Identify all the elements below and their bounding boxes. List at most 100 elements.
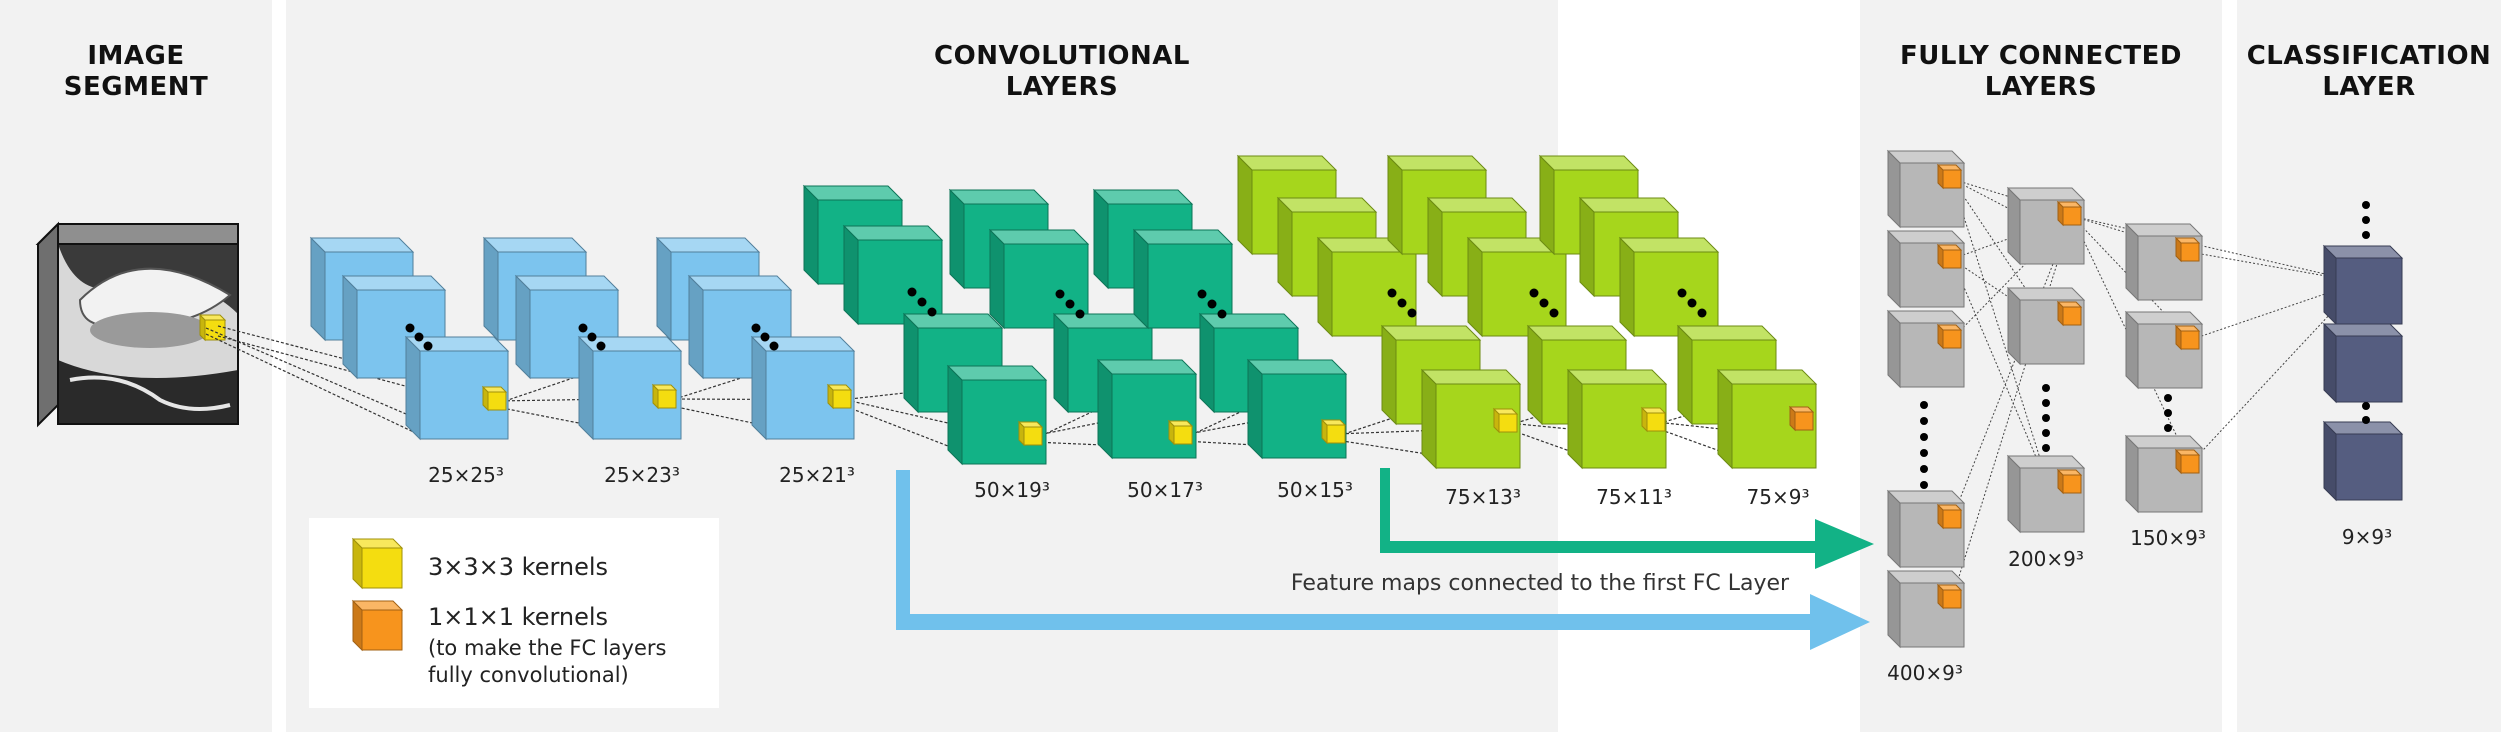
legend-label-3x3x3: 3×3×3 kernels bbox=[428, 553, 608, 581]
fc-neuron-cube bbox=[1886, 309, 1966, 389]
connection-line bbox=[217, 335, 496, 411]
fc-connection-line bbox=[1951, 178, 2051, 326]
kernel-1x1x1 bbox=[1936, 243, 1963, 270]
fc-connection-line bbox=[2189, 251, 2361, 283]
dim-label-fc-3: 150×9³ bbox=[2130, 526, 2206, 550]
kernel-1x1x1 bbox=[1936, 503, 1963, 530]
kernel-1x1x1 bbox=[1936, 583, 1963, 610]
header-classification-layer-line1: CLASSIFICATION bbox=[2247, 41, 2492, 71]
legend-note-line2: fully convolutional) bbox=[428, 663, 629, 687]
ellipsis-dot bbox=[2042, 384, 2050, 392]
ellipsis-dot bbox=[2042, 429, 2050, 437]
ellipsis-dot bbox=[1920, 433, 1928, 441]
kernel-3x3x3 bbox=[1017, 420, 1044, 447]
connection-line bbox=[1335, 439, 1437, 456]
legend-note-line1: (to make the FC layers bbox=[428, 636, 666, 660]
header-classification-layer-line2: LAYER bbox=[2322, 72, 2415, 102]
dim-label-conv-2: 25×23³ bbox=[604, 463, 680, 487]
conv-layer-6 bbox=[1092, 188, 1348, 460]
ellipsis-dot bbox=[1197, 289, 1207, 299]
kernel-1x1x1 bbox=[2174, 236, 2201, 263]
header-image-segment-line2: SEGMENT bbox=[64, 72, 208, 102]
kernel-1x1x1 bbox=[1936, 323, 1963, 350]
dim-label-fc-2: 200×9³ bbox=[2008, 547, 2084, 571]
ellipsis-dot bbox=[1075, 309, 1085, 319]
kernel-1x1x1 bbox=[2174, 324, 2201, 351]
dim-label-fc-1: 400×9³ bbox=[1887, 661, 1963, 685]
kernel-1x1x1 bbox=[2056, 200, 2083, 227]
ellipsis-dot bbox=[423, 341, 433, 351]
kernel-3x3x3 bbox=[826, 383, 853, 410]
fc-connection-line bbox=[1951, 215, 2073, 340]
connection-line bbox=[217, 325, 496, 399]
feature-map-cube bbox=[687, 274, 793, 380]
fc-connection-line bbox=[1951, 215, 2073, 260]
dim-label-conv-7: 75×13³ bbox=[1445, 485, 1521, 509]
header-fully-connected-layers-line2: LAYERS bbox=[1985, 72, 2098, 102]
fc-neuron-cube bbox=[1886, 489, 1966, 569]
header-image-segment-line1: IMAGE bbox=[87, 41, 184, 71]
ellipsis-dot bbox=[2362, 402, 2370, 410]
feature-map-cube bbox=[1618, 236, 1720, 338]
dim-label-conv-1: 25×25³ bbox=[428, 463, 504, 487]
ellipsis-dot bbox=[1207, 299, 1217, 309]
feature-map-cube bbox=[988, 228, 1090, 330]
fc-neuron-cube bbox=[2124, 434, 2204, 514]
feature-map-cube bbox=[1132, 228, 1234, 330]
ellipsis-dot bbox=[596, 341, 606, 351]
class-cube bbox=[2322, 244, 2404, 326]
kernel-3x3x3 bbox=[1167, 419, 1194, 446]
arrow-blue-to-fc bbox=[896, 470, 1870, 650]
dim-label-conv-4: 50×19³ bbox=[974, 478, 1050, 502]
ellipsis-dot bbox=[1687, 298, 1697, 308]
ellipsis-dot bbox=[760, 332, 770, 342]
conv-layer-1 bbox=[309, 236, 510, 441]
input-kernel bbox=[198, 313, 227, 342]
ellipsis-dot bbox=[405, 323, 415, 333]
header-fully-connected-layers-line1: FULLY CONNECTED bbox=[1900, 41, 2182, 71]
image-segment-cube bbox=[35, 221, 239, 428]
legend-kernel-yellow bbox=[351, 537, 404, 590]
fc-connection-line bbox=[2071, 215, 2361, 283]
arrow-teal-to-fc bbox=[1380, 468, 1874, 569]
dim-label-conv-6: 50×15³ bbox=[1277, 478, 1353, 502]
connection-line bbox=[841, 398, 963, 427]
conv-layer-2 bbox=[482, 236, 683, 441]
fc-neuron-cube bbox=[2124, 310, 2204, 390]
header-convolutional-layers-line1: CONVOLUTIONAL bbox=[934, 41, 1190, 71]
ellipsis-dot bbox=[1920, 417, 1928, 425]
ellipsis-dot bbox=[578, 323, 588, 333]
ellipsis-dot bbox=[1697, 308, 1707, 318]
fc-neuron-cube bbox=[2124, 222, 2204, 302]
ellipsis-dot bbox=[1677, 288, 1687, 298]
ellipsis-dot bbox=[917, 297, 927, 307]
ellipsis-dot bbox=[2042, 414, 2050, 422]
fc-neuron-cube bbox=[2006, 286, 2086, 366]
connection-line bbox=[205, 333, 421, 436]
ellipsis-dot bbox=[1055, 289, 1065, 299]
class-cube bbox=[2322, 420, 2404, 502]
ellipsis-dot bbox=[1920, 465, 1928, 473]
fc-neuron-cube bbox=[1886, 569, 1966, 649]
dim-label-conv-3: 25×21³ bbox=[779, 463, 855, 487]
kernel-3x3x3 bbox=[481, 385, 508, 412]
ellipsis-dot bbox=[769, 341, 779, 351]
ellipsis-dot bbox=[2164, 409, 2172, 417]
conv-layer-7 bbox=[1236, 154, 1522, 470]
legend-label-1x1x1: 1×1×1 kernels bbox=[428, 603, 608, 631]
class-cube bbox=[2322, 322, 2404, 404]
ellipsis-dot bbox=[2362, 216, 2370, 224]
connection-line bbox=[841, 404, 963, 452]
ellipsis-dot bbox=[1529, 288, 1539, 298]
ellipsis-dot bbox=[751, 323, 761, 333]
feature-map-cube bbox=[341, 274, 447, 380]
connection-line bbox=[496, 398, 594, 402]
fc-connection-line bbox=[2189, 281, 2361, 465]
ellipsis-dot bbox=[2164, 394, 2172, 402]
ellipsis-dot bbox=[1387, 288, 1397, 298]
kernel-3x3x3 bbox=[1492, 407, 1519, 434]
legend-kernel-orange bbox=[351, 599, 404, 652]
feature-map-cube bbox=[842, 224, 944, 326]
feature-maps-note: Feature maps connected to the first FC L… bbox=[1291, 571, 1790, 596]
